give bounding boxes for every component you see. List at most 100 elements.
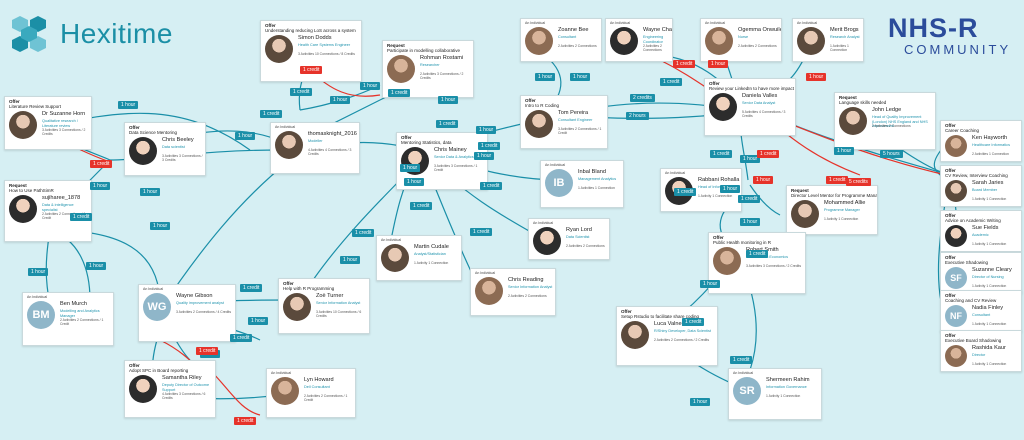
avatar[interactable]: [525, 110, 553, 138]
avatar[interactable]: [610, 27, 638, 55]
exchange-pill[interactable]: 1 credit: [478, 142, 501, 150]
exchange-pill[interactable]: 1 hour: [753, 176, 774, 184]
exchange-pill[interactable]: 1 hour: [140, 188, 161, 196]
profile-name[interactable]: Wayne Gibson: [176, 293, 213, 299]
exchange-pill[interactable]: 1 credit: [710, 150, 733, 158]
avatar[interactable]: [705, 27, 733, 55]
profile-name[interactable]: Ben Murch: [60, 301, 88, 307]
avatar[interactable]: [797, 27, 825, 55]
avatar[interactable]: [475, 277, 503, 305]
exchange-pill[interactable]: 1 credit: [682, 318, 705, 326]
exchange-pill[interactable]: 1 hour: [330, 96, 351, 104]
exchange-pill[interactable]: 1 hour: [118, 101, 139, 109]
avatar[interactable]: IB: [545, 169, 573, 197]
exchange-pill[interactable]: 1 hour: [690, 398, 711, 406]
profile-name[interactable]: Rohman Rostami: [420, 55, 464, 61]
profile-name[interactable]: Luca Valnegri: [654, 321, 688, 327]
exchange-pill[interactable]: 1 hour: [340, 256, 361, 264]
profile-name[interactable]: Ryan Lord: [566, 227, 592, 233]
avatar[interactable]: [525, 27, 553, 55]
exchange-pill[interactable]: 1 hour: [28, 268, 49, 276]
avatar[interactable]: SF: [945, 267, 967, 289]
profile-name[interactable]: Chris Beeley: [162, 137, 194, 143]
profile-name[interactable]: Chris Reading: [508, 277, 544, 283]
profile-name[interactable]: Ken Hayworth: [972, 135, 1008, 141]
exchange-pill[interactable]: 1 credit: [352, 229, 375, 237]
profile-name[interactable]: Shermeen Rahim: [766, 377, 810, 383]
exchange-pill[interactable]: 1 credit: [410, 202, 433, 210]
exchange-pill[interactable]: 1 hour: [248, 317, 269, 325]
exchange-pill[interactable]: 1 credit: [230, 334, 253, 342]
exchange-pill[interactable]: 1 hour: [834, 147, 855, 155]
profile-name[interactable]: Suzanne Cleary: [972, 267, 1012, 273]
exchange-pill[interactable]: 1 credit: [260, 110, 283, 118]
avatar[interactable]: [283, 293, 311, 321]
avatar[interactable]: [791, 200, 819, 228]
exchange-pill[interactable]: 1 hour: [150, 222, 171, 230]
exchange-pill[interactable]: 1 credit: [90, 160, 113, 168]
exchange-pill[interactable]: 1 hour: [404, 178, 425, 186]
avatar[interactable]: BM: [27, 301, 55, 329]
profile-name[interactable]: Merit Brogs: [830, 27, 859, 33]
exchange-pill[interactable]: 1 credit: [757, 150, 780, 158]
exchange-pill[interactable]: 1 hour: [235, 132, 256, 140]
exchange-pill[interactable]: 1 hour: [86, 262, 107, 270]
exchange-pill[interactable]: 5 credits: [846, 178, 871, 186]
exchange-pill[interactable]: 1 credit: [673, 60, 696, 68]
exchange-pill[interactable]: 1 credit: [290, 88, 313, 96]
profile-name[interactable]: Rashida Kaur: [972, 345, 1006, 351]
exchange-pill[interactable]: 1 credit: [674, 188, 697, 196]
exchange-pill[interactable]: 1 hour: [90, 182, 111, 190]
profile-name[interactable]: Chris Mainey: [434, 147, 467, 153]
exchange-pill[interactable]: 2 hours: [626, 112, 649, 120]
exchange-pill[interactable]: 1 credit: [196, 347, 219, 355]
avatar[interactable]: [129, 137, 157, 165]
profile-name[interactable]: Inbal Bland: [578, 169, 606, 175]
exchange-pill[interactable]: 1 hour: [806, 73, 827, 81]
profile-name[interactable]: Sue Fields: [972, 225, 999, 231]
exchange-pill[interactable]: 1 hour: [720, 185, 741, 193]
profile-name[interactable]: Tom Pereira: [558, 110, 589, 116]
exchange-pill[interactable]: 1 credit: [746, 250, 769, 258]
exchange-pill[interactable]: 1 credit: [470, 228, 493, 236]
avatar[interactable]: [265, 35, 293, 63]
avatar[interactable]: [271, 377, 299, 405]
exchange-pill[interactable]: 1 hour: [438, 96, 459, 104]
profile-name[interactable]: sujiharee_1878: [42, 195, 81, 201]
avatar[interactable]: [621, 321, 649, 349]
exchange-pill[interactable]: 1 credit: [234, 417, 257, 425]
avatar[interactable]: [9, 111, 37, 139]
profile-name[interactable]: thomasknight_2016: [308, 131, 357, 137]
profile-name[interactable]: Ogemma Onwuilegwo: [738, 27, 781, 33]
avatar[interactable]: SR: [733, 377, 761, 405]
exchange-pill[interactable]: 1 credit: [738, 195, 761, 203]
profile-name[interactable]: Wayne Chang: [643, 27, 673, 33]
avatar[interactable]: [839, 107, 867, 135]
exchange-pill[interactable]: 1 credit: [826, 176, 849, 184]
profile-name[interactable]: Zoë Turner: [316, 293, 344, 299]
profile-name[interactable]: Nadia Finley: [972, 305, 1004, 311]
profile-name[interactable]: Lyn Howard: [304, 377, 334, 383]
